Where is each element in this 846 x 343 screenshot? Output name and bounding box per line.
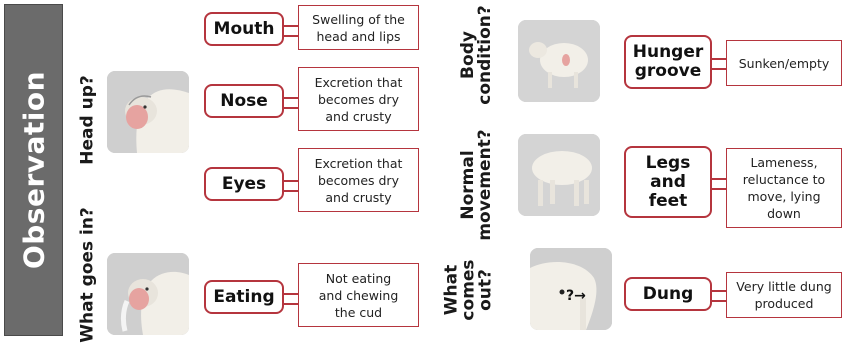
detail-eating: Not eating and chewing the cud [298, 263, 419, 327]
sheep-body-icon [518, 20, 600, 102]
connector-mouth [284, 25, 298, 37]
sign-legs-and-feet: Legs and feet [624, 146, 712, 218]
question-normal-movement: Normal movement? [460, 129, 494, 240]
observation-title: Observation [17, 71, 50, 269]
detail-nose: Excretion that becomes dry and crusty [298, 67, 419, 131]
connector-hunger-groove [712, 58, 726, 70]
question-what-comes-out: What comes out? [444, 259, 495, 320]
question-what-goes-in: What goes in? [80, 207, 97, 343]
sign-eating: Eating [204, 280, 284, 314]
connector-legs-and-feet [712, 178, 726, 190]
dung-marker: ?→ [566, 288, 586, 304]
sign-dung: Dung [624, 277, 712, 311]
detail-eyes: Excretion that becomes dry and crusty [298, 148, 419, 212]
sheep-eating-icon [107, 253, 189, 335]
connector-dung [712, 290, 726, 302]
sheep-head-icon [107, 71, 189, 153]
sheep-legs-icon [518, 134, 600, 216]
sheep-rear-icon: ?→ [530, 248, 612, 330]
connector-eating [284, 293, 298, 305]
sign-hunger-groove: Hunger groove [624, 35, 712, 89]
detail-legs-and-feet: Lameness, reluctance to move, lying down [726, 148, 842, 228]
detail-hunger-groove: Sunken/empty [726, 40, 842, 86]
observation-sidebar: Observation [4, 4, 63, 336]
detail-mouth: Swelling of the head and lips [298, 5, 419, 50]
detail-dung: Very little dung produced [726, 272, 842, 318]
question-body-condition: Body condition? [460, 5, 494, 104]
sign-mouth: Mouth [204, 12, 284, 46]
connector-nose [284, 97, 298, 109]
sign-nose: Nose [204, 84, 284, 118]
sign-eyes: Eyes [204, 167, 284, 201]
question-head-up: Head up? [80, 75, 97, 164]
connector-eyes [284, 180, 298, 192]
